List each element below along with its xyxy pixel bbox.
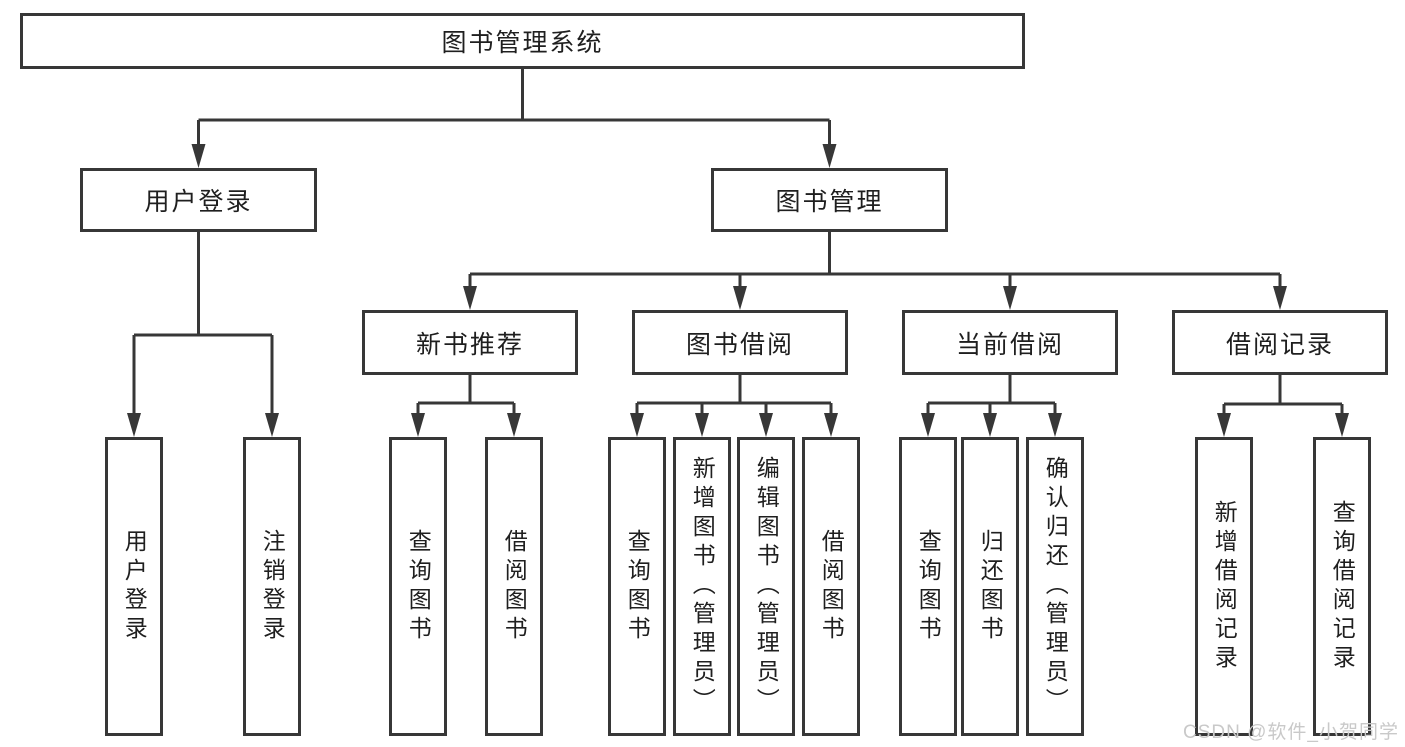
leaf-label: 查询图书: [915, 528, 942, 645]
node-new-book-recommendation: 新书推荐: [362, 310, 578, 375]
leaf-user-login: 用户登录: [105, 437, 163, 736]
leaf-label: 确认归还（管理员）: [1042, 456, 1069, 717]
arrowhead-icon: [127, 413, 141, 437]
arrowhead-icon: [1003, 286, 1017, 310]
arrowhead-icon: [759, 413, 773, 437]
watermark: CSDN @软件_小贺同学: [1183, 722, 1399, 743]
leaf-label: 借阅图书: [501, 528, 528, 645]
leaf-borrow-books-borrowing: 借阅图书: [802, 437, 860, 736]
connector-path: [132, 69, 1344, 421]
leaf-label: 借阅图书: [818, 528, 845, 645]
arrowhead-icon: [507, 413, 521, 437]
leaf-label: 注销登录: [259, 528, 286, 645]
leaf-label: 新增图书（管理员）: [689, 456, 716, 717]
node-user-login: 用户登录: [80, 168, 317, 232]
leaf-label: 用户登录: [121, 528, 148, 645]
arrowhead-group: [127, 144, 1349, 437]
leaf-query-books-borrowing: 查询图书: [608, 437, 666, 736]
arrowhead-icon: [630, 413, 644, 437]
leaf-label: 查询图书: [624, 528, 651, 645]
node-book-borrowing: 图书借阅: [632, 310, 848, 375]
leaf-edit-book-admin: 编辑图书（管理员）: [737, 437, 795, 736]
node-borrowing-records: 借阅记录: [1172, 310, 1388, 375]
leaf-add-borrowing-record: 新增借阅记录: [1195, 437, 1253, 736]
arrowhead-icon: [822, 144, 837, 168]
arrowhead-icon: [824, 413, 838, 437]
arrowhead-icon: [265, 413, 279, 437]
leaf-add-book-admin: 新增图书（管理员）: [673, 437, 731, 736]
leaf-borrow-books-recommend: 借阅图书: [485, 437, 543, 736]
arrowhead-icon: [1217, 413, 1231, 437]
leaf-label: 新增借阅记录: [1211, 499, 1238, 674]
leaf-return-books: 归还图书: [961, 437, 1019, 736]
node-current-borrowing: 当前借阅: [902, 310, 1118, 375]
arrowhead-icon: [1273, 286, 1287, 310]
leaf-label: 查询图书: [405, 528, 432, 645]
arrowhead-icon: [191, 144, 206, 168]
arrowhead-icon: [733, 286, 747, 310]
leaf-label: 编辑图书（管理员）: [753, 456, 780, 717]
leaf-confirm-return-admin: 确认归还（管理员）: [1026, 437, 1084, 736]
arrowhead-icon: [695, 413, 709, 437]
arrowhead-icon: [1335, 413, 1349, 437]
arrowhead-icon: [983, 413, 997, 437]
arrowhead-icon: [463, 286, 477, 310]
arrowhead-icon: [411, 413, 425, 437]
node-library-management-system: 图书管理系统: [20, 13, 1025, 69]
leaf-label: 归还图书: [977, 528, 1004, 645]
node-book-management: 图书管理: [711, 168, 948, 232]
leaf-logout: 注销登录: [243, 437, 301, 736]
leaf-query-books-current: 查询图书: [899, 437, 957, 736]
arrowhead-icon: [1048, 413, 1062, 437]
leaf-label: 查询借阅记录: [1329, 499, 1356, 674]
leaf-query-borrowing-record: 查询借阅记录: [1313, 437, 1371, 736]
leaf-query-books-recommend: 查询图书: [389, 437, 447, 736]
arrowhead-icon: [921, 413, 935, 437]
